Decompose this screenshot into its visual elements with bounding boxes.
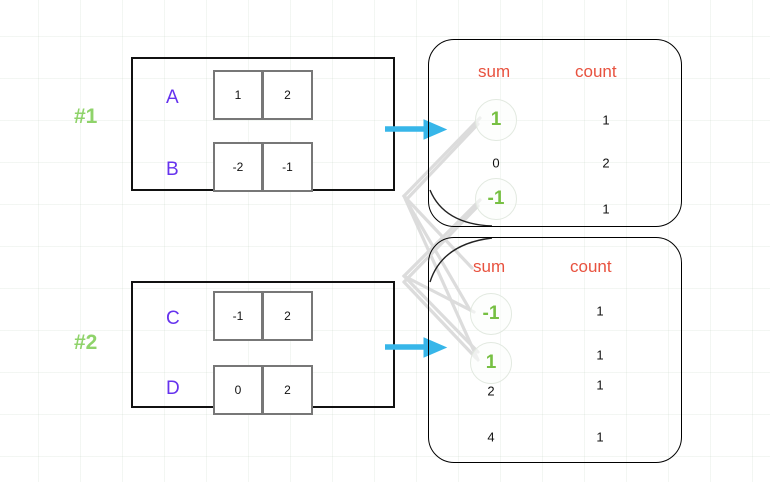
cell-a-1: 2 [263, 70, 313, 120]
partition-box-1: A B 1 2 -2 -1 [131, 57, 395, 192]
panel-2-row-3-sum: 4 [487, 429, 495, 445]
cell-c-0: -1 [213, 291, 263, 341]
pair-c: -1 2 [213, 291, 313, 341]
pair-d: 0 2 [213, 365, 313, 415]
partition-box-2: C D -1 2 0 2 [131, 281, 395, 415]
panel-2-row-3-count: 1 [596, 429, 604, 445]
panel-1-row-0-count: 1 [602, 112, 610, 128]
group-label-2: #2 [74, 331, 98, 354]
pair-b: -2 -1 [213, 142, 313, 192]
panel-2-row-2-count: 1 [596, 377, 604, 393]
cell-a-0: 1 [213, 70, 263, 120]
cell-d-0: 0 [213, 365, 263, 415]
panel-1-row-2-ring [475, 178, 517, 220]
row-letter-c: C [166, 308, 180, 329]
panel-2-row-1-sum: 1 [485, 352, 497, 373]
panel-2-row-1-count: 1 [596, 347, 604, 363]
group-label-1: #1 [74, 105, 98, 128]
panel-2-row-0-sum: -1 [482, 303, 500, 324]
panel-1-row-0-ring [475, 99, 517, 141]
panel-2-row-2-sum: 2 [487, 383, 495, 399]
panel-1-row-0-sum: 1 [490, 109, 502, 130]
panel-2: sum count [428, 237, 682, 463]
panel-2-header-count: count [570, 257, 612, 276]
panel-2-row-0-count: 1 [596, 303, 604, 319]
panel-2-row-0-ring [470, 293, 512, 335]
pair-a: 1 2 [213, 70, 313, 120]
row-letter-a: A [166, 87, 179, 108]
row-letter-d: D [166, 378, 180, 399]
panel-1-row-2-count: 1 [602, 201, 610, 217]
cell-d-1: 2 [263, 365, 313, 415]
panel-1-header-count: count [575, 62, 617, 81]
cell-c-1: 2 [263, 291, 313, 341]
cell-b-0: -2 [213, 142, 263, 192]
panel-1: sum count [428, 39, 682, 227]
panel-2-header-sum: sum [473, 257, 506, 276]
panel-2-row-1-ring [470, 342, 512, 384]
panel-1-row-1-count: 2 [602, 155, 610, 171]
panel-1-row-2-sum: -1 [487, 188, 505, 209]
row-letter-b: B [166, 159, 179, 180]
panel-1-header-sum: sum [478, 62, 511, 81]
cell-b-1: -1 [263, 142, 313, 192]
panel-1-row-1-sum: 0 [492, 155, 500, 171]
